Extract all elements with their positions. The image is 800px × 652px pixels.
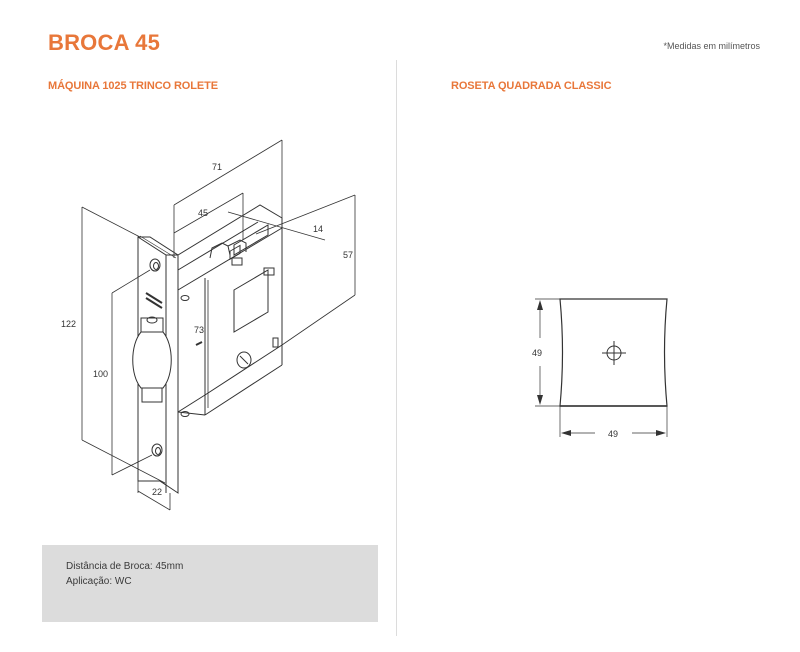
drill-distance-text: Distância de Broca: 45mm [66,561,184,572]
dim-rosette-width: 49 [608,429,618,439]
dim-73: 73 [194,325,204,335]
units-note: *Medidas em milímetros [663,41,760,51]
page-title: BROCA 45 [48,30,161,55]
dim-100: 100 [93,369,108,379]
dim-45: 45 [198,208,208,218]
dim-57: 57 [343,250,353,260]
dim-14: 14 [313,224,323,234]
lock-mechanism-diagram: 71 45 14 57 122 100 73 22 [61,139,356,511]
rosette-section-title: ROSETA QUADRADA CLASSIC [451,80,612,92]
dim-rosette-height: 49 [532,348,542,358]
dim-22: 22 [152,487,162,497]
spec-info-box: Distância de Broca: 45mm Aplicação: WC [42,545,378,622]
dim-71: 71 [212,162,222,172]
application-text: Aplicação: WC [66,576,132,587]
dim-122: 122 [61,319,76,329]
lock-section-title: MÁQUINA 1025 TRINCO ROLETE [48,80,218,92]
column-divider [396,60,397,636]
